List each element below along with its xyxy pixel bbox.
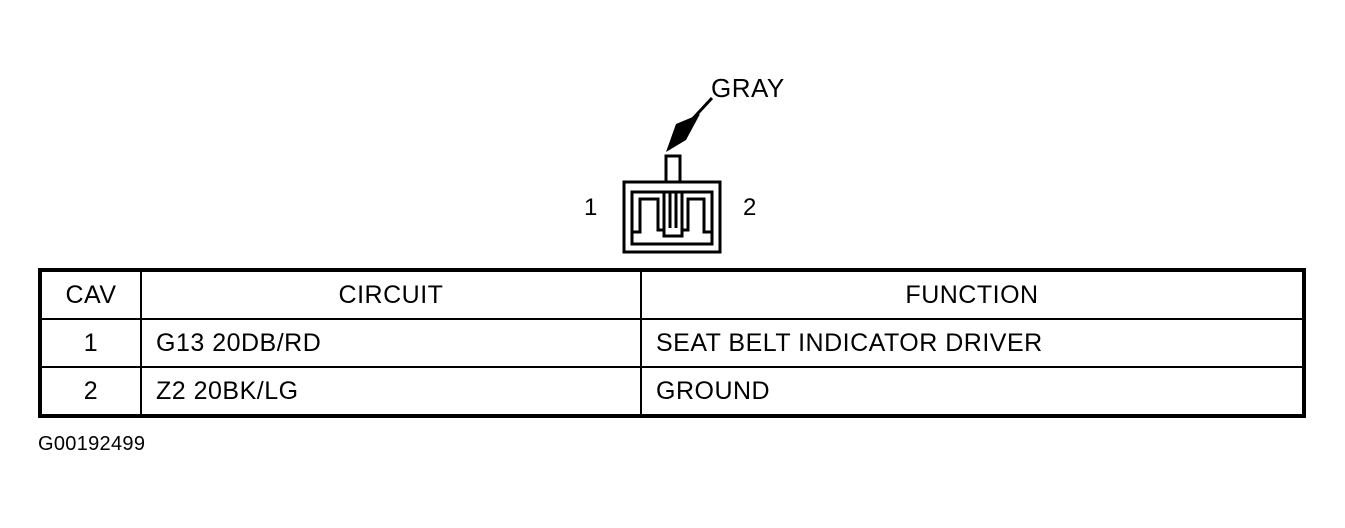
connector-diagram: [622, 96, 722, 254]
cell-function: SEAT BELT INDICATOR DRIVER: [640, 318, 1305, 368]
pointer-arrow: [666, 96, 714, 152]
cell-circuit: G13 20DB/RD: [140, 318, 642, 368]
header-circuit: CIRCUIT: [140, 269, 642, 320]
figure-id: G00192499: [38, 433, 146, 455]
header-function: FUNCTION: [640, 269, 1305, 320]
cell-cav: 1: [39, 318, 142, 368]
header-cav: CAV: [39, 269, 142, 320]
cell-cav: 2: [39, 366, 142, 417]
cell-circuit: Z2 20BK/LG: [140, 366, 642, 417]
pin-1-label: 1: [584, 194, 598, 221]
table-row: 2 Z2 20BK/LG GROUND: [39, 366, 1305, 417]
pin-2-label: 2: [743, 194, 757, 221]
cell-function: GROUND: [640, 366, 1305, 417]
table-row: 1 G13 20DB/RD SEAT BELT INDICATOR DRIVER: [39, 318, 1305, 368]
connector-body: [622, 154, 722, 254]
table-header-row: CAV CIRCUIT FUNCTION: [39, 269, 1305, 320]
cavity-table: CAV CIRCUIT FUNCTION 1 G13 20DB/RD SEAT …: [38, 268, 1306, 418]
connector-color-label: GRAY: [711, 73, 785, 103]
